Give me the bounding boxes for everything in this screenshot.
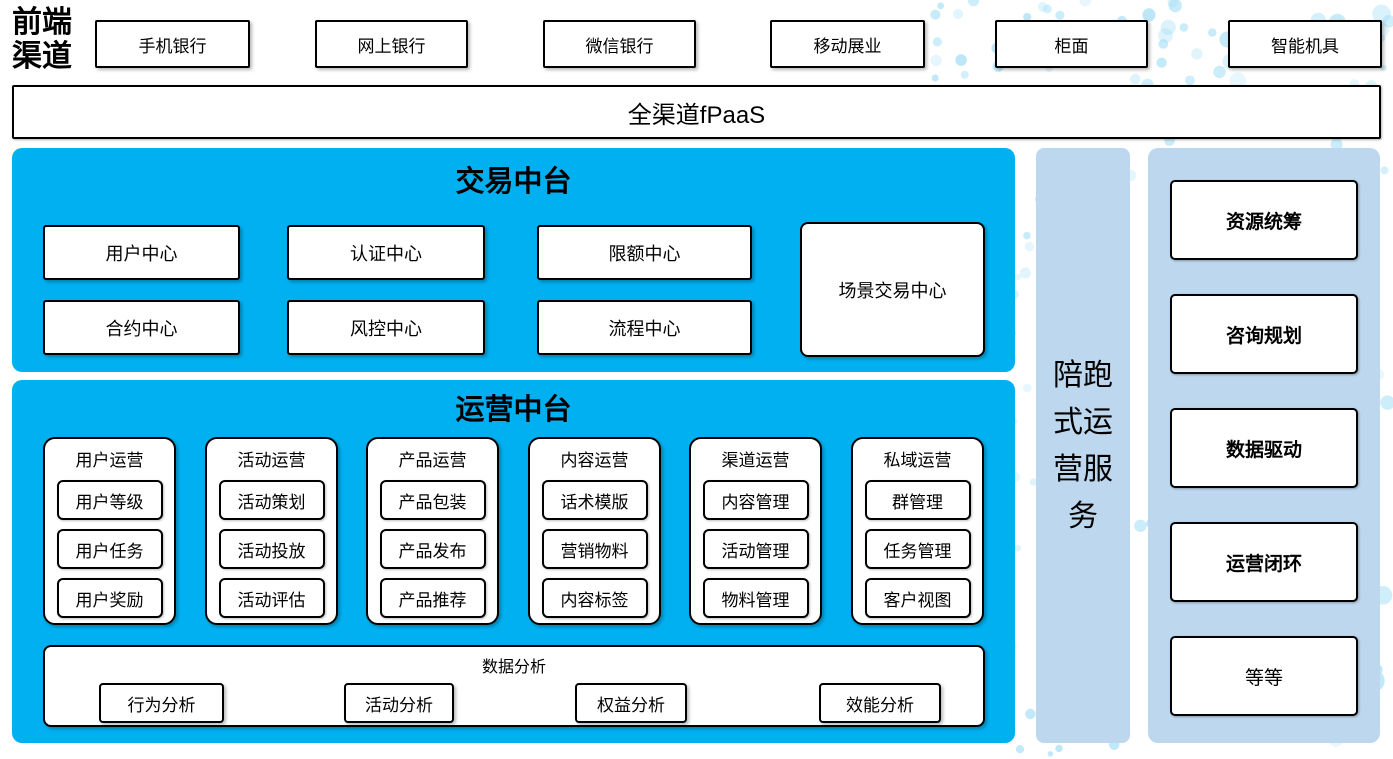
center-box: 认证中心 (287, 225, 485, 280)
group-item-box: 物料管理 (702, 578, 809, 618)
group-title: 私域运营 (883, 450, 952, 470)
channel-box: 手机银行 (95, 20, 250, 68)
front-channels-label: 前端渠道 (12, 6, 72, 73)
operation-group: 渠道运营 内容管理 活动管理 物料管理 (689, 437, 822, 625)
accompanying-service-bar: 陪跑式运营服务 (1036, 148, 1130, 743)
group-item-box: 内容标签 (541, 578, 648, 618)
center-box: 风控中心 (287, 300, 485, 355)
analysis-box: 行为分析 (99, 683, 224, 723)
group-item-box: 任务管理 (864, 529, 971, 569)
group-item-box: 活动投放 (218, 529, 325, 569)
center-box: 合约中心 (43, 300, 240, 355)
channel-box: 智能机具 (1228, 20, 1382, 68)
operation-group: 产品运营 产品包装 产品发布 产品推荐 (366, 437, 499, 625)
analysis-box: 权益分析 (575, 683, 687, 723)
service-box: 运营闭环 (1170, 522, 1358, 602)
group-title: 产品运营 (398, 450, 467, 470)
group-item-box: 用户等级 (56, 480, 163, 520)
group-item-box: 活动管理 (702, 529, 809, 569)
trade-platform-title: 交易中台 (455, 166, 572, 198)
group-title: 用户运营 (75, 450, 144, 470)
group-item-box: 用户任务 (56, 529, 163, 569)
operation-group: 用户运营 用户等级 用户任务 用户奖励 (43, 437, 176, 625)
channel-box: 柜面 (995, 20, 1148, 68)
fpaas-bar: 全渠道fPaaS (12, 85, 1381, 139)
service-box: 数据驱动 (1170, 408, 1358, 488)
group-title: 内容运营 (560, 450, 629, 470)
group-title: 渠道运营 (721, 450, 790, 470)
center-box: 用户中心 (43, 225, 240, 280)
channel-box: 移动展业 (770, 20, 925, 68)
service-panel: 资源统筹 咨询规划 数据驱动 运营闭环 等等 (1148, 148, 1380, 743)
data-analysis-title: 数据分析 (481, 659, 546, 676)
group-item-box: 活动策划 (218, 480, 325, 520)
service-box: 资源统筹 (1170, 180, 1358, 260)
operation-group: 活动运营 活动策划 活动投放 活动评估 (205, 437, 338, 625)
group-item-box: 群管理 (864, 480, 971, 520)
group-item-box: 用户奖励 (56, 578, 163, 618)
group-item-box: 内容管理 (702, 480, 809, 520)
group-title: 活动运营 (237, 450, 306, 470)
group-item-box: 活动评估 (218, 578, 325, 618)
group-item-box: 产品发布 (379, 529, 486, 569)
operation-platform-panel: 运营中台 用户运营 用户等级 用户任务 用户奖励 活动运营 活动策划 活动投放 … (12, 380, 1015, 743)
group-item-box: 营销物料 (541, 529, 648, 569)
group-item-box: 客户视图 (864, 578, 971, 618)
operation-group: 内容运营 话术模版 营销物料 内容标签 (528, 437, 661, 625)
data-analysis-container: 数据分析 行为分析 活动分析 权益分析 效能分析 (43, 645, 985, 727)
service-box: 等等 (1170, 636, 1358, 716)
channel-box: 微信银行 (543, 20, 696, 68)
channel-box: 网上银行 (315, 20, 468, 68)
analysis-box: 效能分析 (819, 683, 941, 723)
trade-platform-panel: 交易中台 用户中心 认证中心 限额中心 合约中心 风控中心 流程中心 场景交易中… (12, 148, 1015, 372)
group-item-box: 产品推荐 (379, 578, 486, 618)
center-box: 限额中心 (537, 225, 752, 280)
accompanying-service-label: 陪跑式运营服务 (1053, 358, 1113, 533)
service-box: 咨询规划 (1170, 294, 1358, 374)
center-box: 流程中心 (537, 300, 752, 355)
operation-group: 私域运营 群管理 任务管理 客户视图 (851, 437, 984, 625)
group-item-box: 产品包装 (379, 480, 486, 520)
analysis-box: 活动分析 (344, 683, 454, 723)
group-item-box: 话术模版 (541, 480, 648, 520)
scene-trade-center-box: 场景交易中心 (800, 222, 985, 357)
operation-platform-title: 运营中台 (455, 394, 572, 426)
